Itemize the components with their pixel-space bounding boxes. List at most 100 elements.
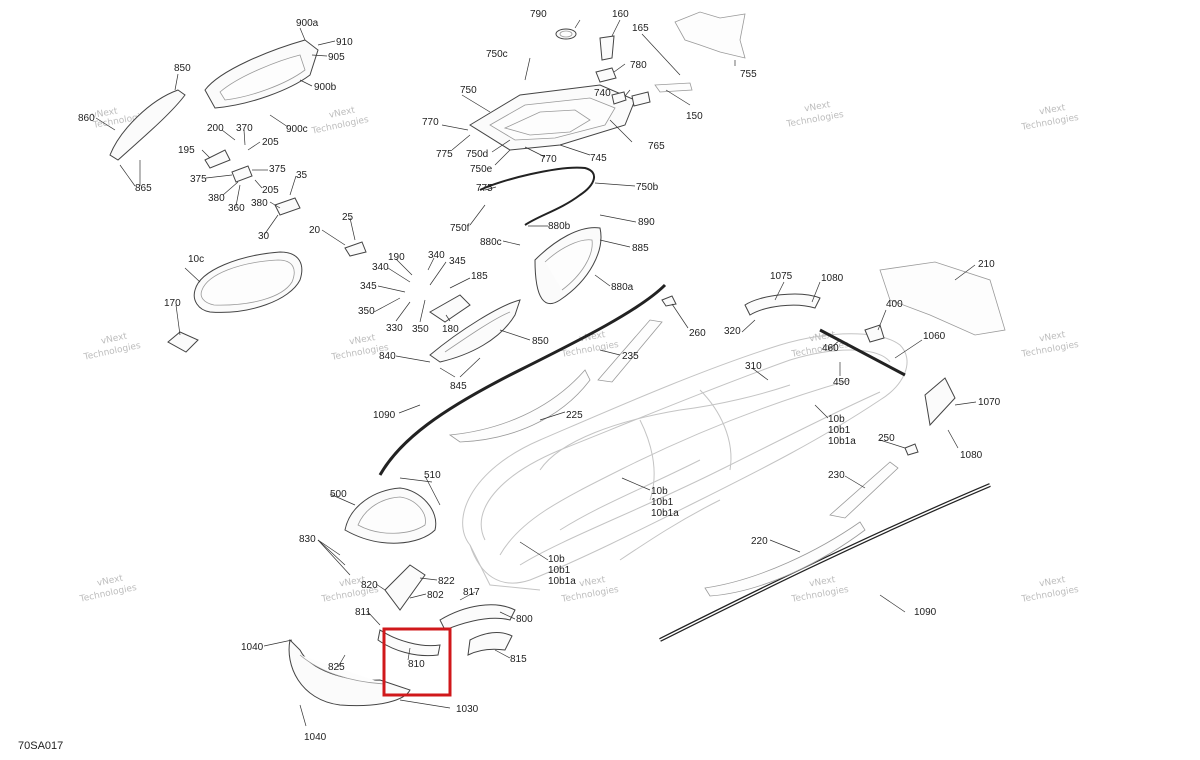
part-label: 1070 (978, 397, 1001, 408)
part-label: 205 (262, 185, 279, 196)
part-label: 10b1 (828, 425, 851, 436)
part-label: 1080 (960, 450, 983, 461)
switch-360 (231, 165, 253, 183)
part-label: 165 (632, 23, 649, 34)
part-label: 345 (360, 281, 377, 292)
part-label: 20 (309, 225, 321, 236)
switch-195 (204, 149, 231, 169)
part-label: 450 (833, 377, 850, 388)
svg-text:vNext: vNext (1038, 575, 1066, 589)
part-label: 10b1 (548, 565, 571, 576)
part-label: 830 (299, 534, 316, 545)
svg-text:Technologies: Technologies (560, 585, 620, 605)
part-label: 850 (174, 63, 191, 74)
panel-850-mid (429, 299, 521, 363)
part-label: 25 (342, 212, 354, 223)
part-label: 910 (336, 37, 353, 48)
vent-815 (467, 632, 513, 656)
part-label: 380 (251, 198, 268, 209)
part-label: 150 (686, 111, 703, 122)
svg-text:Technologies: Technologies (790, 585, 850, 605)
watermark: vNext Technologies (78, 573, 138, 604)
handle-1075 (744, 293, 821, 316)
part-label: 1090 (373, 410, 396, 421)
plate-170 (167, 331, 199, 353)
nose-cover-500 (344, 487, 437, 544)
svg-text:vNext: vNext (1038, 103, 1066, 117)
part-label: 205 (262, 137, 279, 148)
part-label: 740 (594, 88, 611, 99)
part-label: 180 (442, 324, 459, 335)
part-label: 225 (566, 410, 583, 421)
watermark: vNext Technologies (310, 105, 370, 136)
part-label: 885 (632, 243, 649, 254)
seal-750b (479, 166, 595, 226)
part-label: 1040 (304, 732, 327, 743)
reference-code: 70SA017 (18, 740, 63, 752)
part-label: 400 (886, 299, 903, 310)
part-label: 765 (648, 141, 665, 152)
part-label: 840 (379, 351, 396, 362)
part-label: 1030 (456, 704, 479, 715)
part-label: 1075 (770, 271, 793, 282)
part-label: 800 (516, 614, 533, 625)
watermark: vNext Technologies (560, 330, 620, 360)
part-label: 1080 (821, 273, 844, 284)
watermark: vNext Technologies (1020, 575, 1080, 605)
part-label: 160 (612, 9, 629, 20)
part-label: 860 (78, 113, 95, 124)
part-label: 780 (630, 60, 647, 71)
part-label: 900b (314, 82, 337, 93)
part-label: 770 (540, 154, 557, 165)
decal-225 (448, 369, 591, 443)
part-label: 10b (651, 486, 668, 497)
part-label: 345 (449, 256, 466, 267)
leader-lines (95, 19, 977, 727)
svg-text:Technologies: Technologies (560, 340, 620, 360)
part-label: 750 (460, 85, 477, 96)
part-label: 500 (330, 489, 347, 500)
part-label: 235 (622, 351, 639, 362)
part-label: 811 (355, 607, 371, 618)
part-label: 320 (724, 326, 741, 337)
part-label: 775 (476, 183, 493, 194)
part-label: 10b1a (548, 576, 576, 587)
part-label: 1060 (923, 331, 946, 342)
watermark: vNext Technologies (790, 330, 850, 360)
light-1070 (924, 377, 956, 427)
hull-outline (462, 333, 908, 591)
part-label: 185 (471, 271, 488, 282)
watermark: vNext Technologies (82, 331, 142, 362)
part-label: 510 (424, 470, 441, 481)
part-label: 750c (486, 49, 508, 60)
svg-text:vNext: vNext (808, 575, 836, 589)
svg-text:Technologies: Technologies (1020, 113, 1080, 133)
part-label: 360 (228, 203, 245, 214)
part-label: 900a (296, 18, 319, 29)
highlight-box (382, 627, 452, 697)
clip-740 (611, 91, 651, 107)
part-label: 190 (388, 252, 405, 263)
svg-text:vNext: vNext (803, 100, 831, 114)
decal-220 (704, 521, 866, 597)
lid-790 (555, 28, 577, 40)
part-label: 10b1 (651, 497, 674, 508)
clip-250 (904, 443, 919, 456)
deck-cover-750 (469, 84, 636, 151)
part-label: 35 (296, 170, 308, 181)
svg-text:vNext: vNext (91, 106, 119, 120)
part-label: 380 (208, 193, 225, 204)
part-label: 200 (207, 123, 224, 134)
part-label: 210 (978, 259, 995, 270)
part-label: 880c (480, 237, 502, 248)
gasket-10c (193, 251, 303, 313)
svg-text:vNext: vNext (578, 330, 606, 344)
trim-1090-upper (378, 283, 667, 476)
part-label: 810 (408, 659, 425, 670)
part-label: 10c (188, 254, 204, 265)
part-label: 820 (361, 580, 378, 591)
watermark: vNext Technologies (785, 100, 845, 130)
part-label: 822 (438, 576, 455, 587)
part-label: 850 (532, 336, 549, 347)
